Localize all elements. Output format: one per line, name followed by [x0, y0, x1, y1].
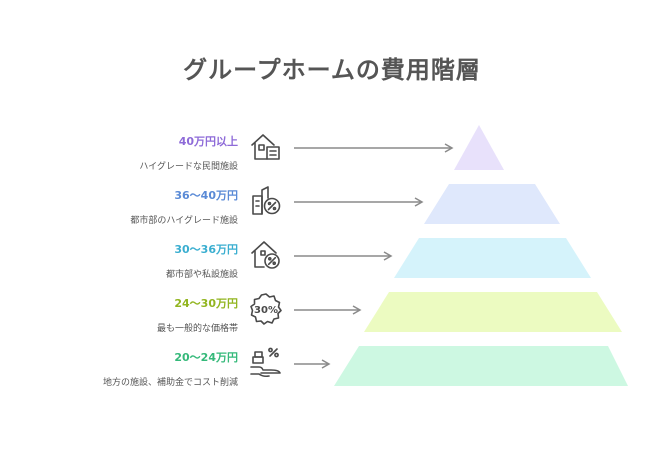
tier-description: 地方の施設、補助金でコスト削減	[102, 378, 238, 388]
house-building-icon	[249, 130, 283, 164]
tier-price: 20〜24万円	[174, 351, 238, 364]
tier-label-1: 40万円以上 ハイグレードな民間施設	[139, 133, 238, 172]
city-buildings-percent-icon	[249, 184, 283, 218]
tier-label-4: 24〜30万円 最も一般的な価格帯	[157, 295, 238, 334]
page-title: グループホームの費用階層	[183, 56, 481, 84]
tier-label-5: 20〜24万円 地方の施設、補助金でコスト削減	[103, 349, 238, 388]
pyramid-tier-1	[454, 125, 504, 170]
tier-label-2: 36〜40万円 都市部のハイグレード施設	[130, 187, 238, 226]
tier-price: 36〜40万円	[174, 189, 238, 202]
tier-label-3: 30〜36万円 都市部や私設施設	[166, 241, 238, 280]
pyramid-tier-2	[424, 184, 560, 224]
pyramid-tier-3	[394, 238, 591, 278]
pyramid-tier-5	[334, 346, 628, 386]
discount-badge-30-icon: 30%	[249, 292, 283, 326]
house-percent-icon	[249, 238, 283, 272]
tier-price: 24〜30万円	[174, 297, 238, 310]
tier-price: 30〜36万円	[174, 243, 238, 256]
tier-description: 都市部のハイグレード施設	[130, 216, 238, 226]
money-hand-percent-icon	[249, 346, 283, 380]
tier-description: 都市部や私設施設	[165, 270, 238, 280]
tier-description: 最も一般的な価格帯	[156, 324, 238, 334]
tier-price: 40万円以上	[178, 135, 238, 148]
tier-description: ハイグレードな民間施設	[139, 162, 238, 172]
svg-text:30%: 30%	[254, 305, 278, 316]
pyramid-tier-4	[364, 292, 622, 332]
